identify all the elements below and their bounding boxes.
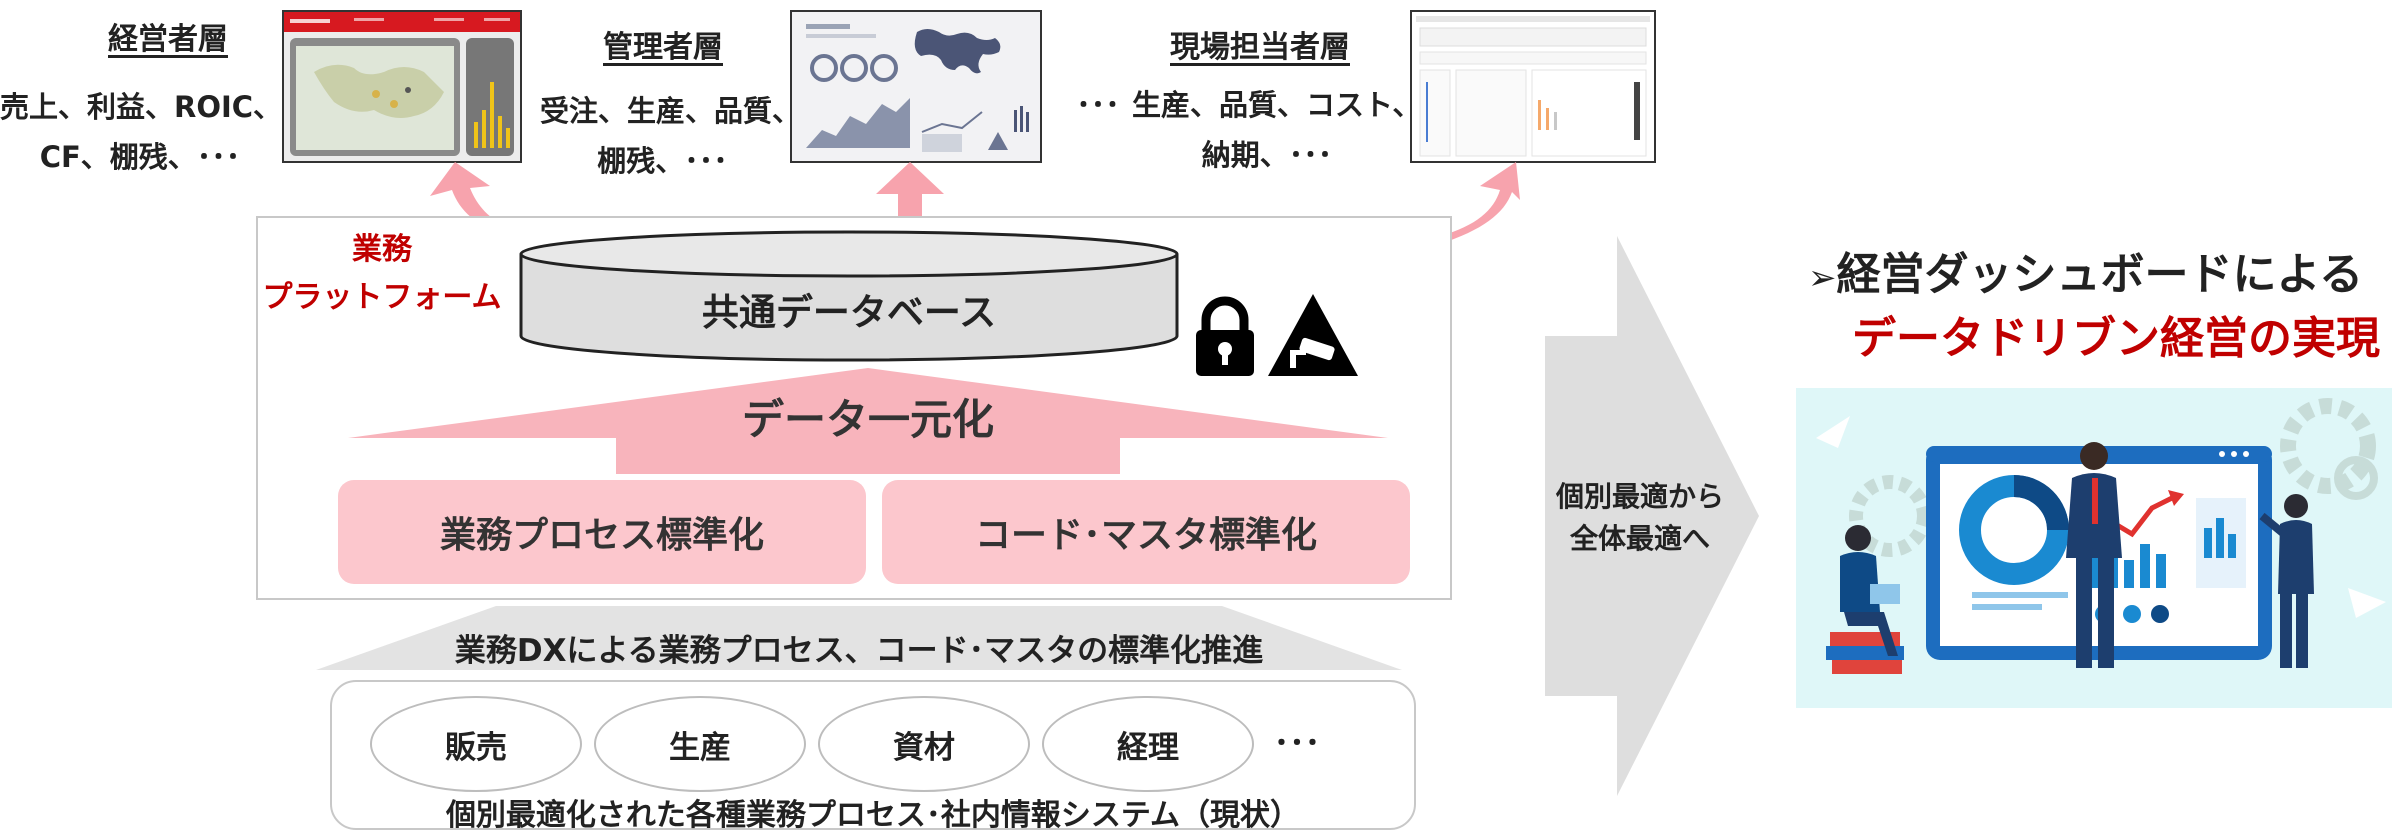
tier-desc-executive-line2: CF、棚残、･･･ <box>39 140 241 174</box>
goal-line2: データドリブン経営の実現 <box>1852 313 2380 364</box>
arrow-to-manager <box>876 162 944 232</box>
field-dashboard-graphic <box>1412 12 1654 161</box>
systems-more: ･･･ <box>1273 726 1321 762</box>
system-oval-production: 生産 <box>594 696 806 792</box>
transition-label-line1: 個別最適から <box>1555 480 1724 513</box>
transition-label: 個別最適から 全体最適へ <box>1540 476 1740 560</box>
manager-dashboard-graphic <box>792 12 1040 161</box>
manager-dashboard-thumbnail <box>790 10 1042 163</box>
tier-title-field: 現場担当者層 <box>1170 30 1350 65</box>
goal-heading: ➢経営ダッシュボードによる <box>1808 238 2394 302</box>
field-dashboard-thumbnail <box>1410 10 1656 163</box>
goal-bullet: ➢ <box>1808 258 1837 298</box>
common-database-cylinder <box>519 230 1179 362</box>
transition-arrow <box>1545 236 1759 796</box>
common-database-label: 共通データベース <box>701 291 997 334</box>
tier-desc-field: 生産、品質、コスト、 納期、･･･ <box>1132 80 1422 180</box>
tier-desc-manager-line1: 受注、生産、品質、 <box>540 94 802 128</box>
dashboard-illustration <box>1796 388 2392 708</box>
tier-desc-manager: 受注、生産、品質、 棚残、･･･ <box>540 86 802 186</box>
tier-desc-field-prefix: ･･･ <box>1076 88 1120 122</box>
tier-title-manager: 管理者層 <box>603 30 723 65</box>
arrow-to-executive <box>430 162 515 238</box>
tier-desc-manager-line2: 棚残、･･･ <box>597 144 728 178</box>
surveillance-camera-icon <box>1268 294 1358 376</box>
platform-label: 業務 プラットフォーム <box>262 226 502 322</box>
promotion-label: 業務DXによる業務プロセス、コード･マスタの標準化推進 <box>454 633 1264 669</box>
legacy-systems-caption: 個別最適化された各種業務プロセス･社内情報システム（現状） <box>445 798 1301 833</box>
system-oval-accounting: 経理 <box>1042 696 1254 792</box>
tier-desc-field-line2: 納期、･･･ <box>1201 138 1333 172</box>
upward-arrows <box>430 162 1520 244</box>
transition-label-line2: 全体最適へ <box>1569 522 1710 555</box>
arrow-to-field <box>1440 162 1520 244</box>
platform-label-line2: プラットフォーム <box>262 280 502 315</box>
data-unification-arrow <box>348 368 1388 474</box>
system-oval-materials: 資材 <box>818 696 1030 792</box>
tier-desc-executive: 売上、利益、ROIC、 CF、棚残、･･･ <box>0 82 283 182</box>
promotion-banner <box>316 606 1402 670</box>
platform-label-line1: 業務 <box>352 232 412 267</box>
lock-icon <box>1196 296 1254 376</box>
executive-dashboard-thumbnail <box>282 10 522 163</box>
tier-desc-field-line1: 生産、品質、コスト、 <box>1132 88 1422 122</box>
tier-desc-executive-line1: 売上、利益、ROIC、 <box>0 90 283 124</box>
tier-title-executive: 経営者層 <box>108 22 228 57</box>
executive-dashboard-graphic <box>284 12 520 161</box>
data-unification-label: データ一元化 <box>741 395 994 444</box>
goal-line1: 経営ダッシュボードによる <box>1836 249 2364 300</box>
system-oval-sales: 販売 <box>370 696 582 792</box>
process-standardization-box: 業務プロセス標準化 <box>338 480 866 584</box>
code-master-standardization-box: コード･マスタ標準化 <box>882 480 1410 584</box>
